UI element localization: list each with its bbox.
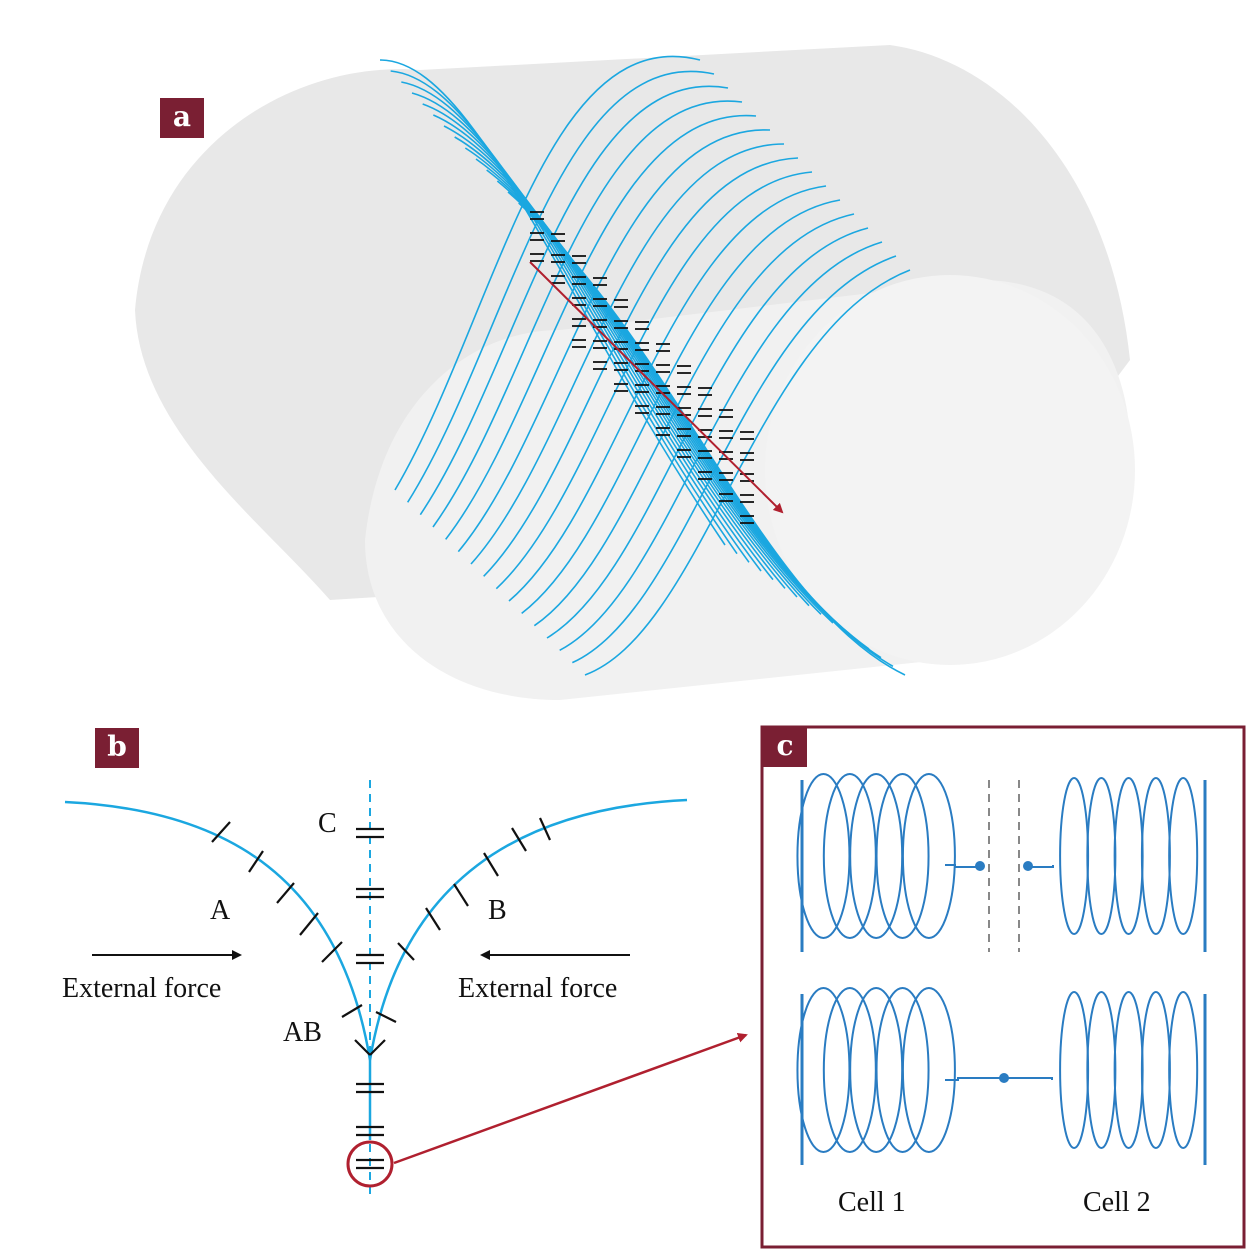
zoom-arrow [393, 1033, 748, 1165]
spring-loop [1168, 777, 1199, 935]
panel-tag-a: a [160, 98, 204, 138]
flux-marker [538, 817, 552, 841]
flux-lines [379, 55, 911, 676]
flux-marker [375, 1011, 397, 1023]
flux-marker [483, 852, 499, 877]
panel-tag-c: c [763, 727, 807, 767]
label-external-force-right: External force [458, 973, 618, 1004]
label-cell-1: Cell 1 [838, 1187, 906, 1218]
flux-line [422, 103, 774, 581]
spring-loop [1168, 991, 1199, 1149]
spring-loop [901, 987, 956, 1153]
flux-marker [276, 882, 295, 904]
spring-coils [796, 773, 1199, 1153]
flux-line [411, 92, 762, 572]
flux-line [546, 227, 869, 639]
flux-marker [397, 942, 415, 961]
flux-line-b [368, 798, 688, 1061]
label-branch-b: B [488, 895, 507, 926]
separation-dashed-lines [988, 780, 1020, 952]
flux-line [401, 81, 750, 563]
flux-tube-markers-b [211, 817, 552, 1170]
inset-frame [760, 725, 1246, 1249]
connection-nodes [975, 861, 1033, 1083]
spring-loop [875, 773, 930, 939]
label-junction-ab: AB [283, 1017, 322, 1048]
flux-marker [453, 883, 469, 907]
flux-marker [321, 941, 343, 963]
flux-line [443, 125, 798, 598]
flux-line-a [64, 800, 372, 1061]
flux-line [433, 114, 786, 589]
flux-line [394, 55, 701, 491]
flux-line [584, 269, 911, 676]
flux-marker [248, 850, 264, 873]
cylinder-front [365, 275, 1135, 700]
flux-line [559, 241, 883, 652]
flux-line [406, 70, 715, 503]
label-cell-2: Cell 2 [1083, 1187, 1151, 1218]
flux-line [390, 70, 738, 555]
flux-marker [425, 907, 441, 931]
spring-loop [875, 987, 930, 1153]
flux-line [432, 100, 743, 528]
label-branch-c: C [318, 808, 337, 839]
flux-marker [369, 1039, 386, 1056]
flux-marker [354, 1039, 371, 1056]
label-external-force-left: External force [62, 973, 222, 1004]
flux-marker [511, 827, 527, 852]
label-branch-a: A [210, 895, 231, 926]
flux-line [521, 199, 841, 614]
panel-tag-b: b [95, 728, 139, 768]
flux-marker [341, 1004, 363, 1018]
flux-line [475, 158, 834, 624]
spring-connections [945, 864, 1054, 1081]
spring-loop [901, 773, 956, 939]
flux-marker [211, 821, 231, 843]
flow-direction-arrow [529, 261, 784, 514]
flux-marker [299, 912, 319, 936]
highlight-circle [346, 1140, 394, 1188]
flux-line [533, 213, 855, 627]
